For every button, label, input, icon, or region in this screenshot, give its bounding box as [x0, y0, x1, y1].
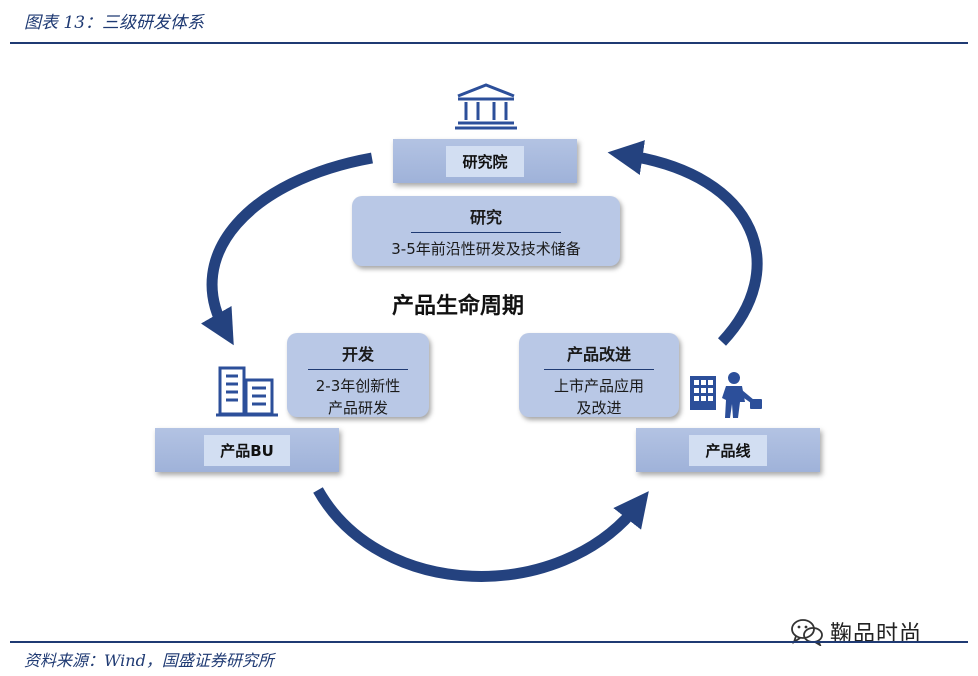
institute-node: 研究院	[393, 139, 577, 183]
develop-card-title: 开发	[341, 345, 374, 364]
lifecycle-center-label: 产品生命周期	[392, 294, 525, 319]
figure-title: 图表 13：三级研发体系	[24, 13, 205, 33]
product-line-label: 产品线	[689, 434, 767, 466]
research-card-underline	[411, 232, 561, 233]
product-line-node: 产品线	[636, 428, 820, 472]
improve-card-body: 上市产品应用 及改进	[553, 377, 644, 417]
develop-card-body: 2-3年创新性 产品研发	[315, 377, 401, 417]
research-card-body: 3-5年前沿性研发及技术储备	[391, 240, 581, 258]
research-card: 研究 3-5年前沿性研发及技术储备	[352, 196, 620, 266]
businessman-icon	[690, 372, 762, 418]
improve-card: 产品改进 上市产品应用 及改进	[519, 333, 679, 417]
institution-building-icon	[455, 83, 517, 130]
improve-card-underline	[544, 369, 654, 370]
institute-label: 研究院	[446, 145, 524, 177]
office-building-icon	[216, 366, 278, 417]
arrow-line-to-institute	[607, 140, 763, 346]
source-note: 资料来源：Wind，国盛证券研究所	[24, 651, 274, 670]
develop-card: 开发 2-3年创新性 产品研发	[287, 333, 429, 417]
develop-card-underline	[308, 369, 408, 370]
watermark: 鞠品时尚	[790, 616, 922, 648]
bottom-divider	[10, 641, 968, 643]
arrow-bu-to-line	[313, 487, 649, 582]
bu-label: 产品BU	[204, 434, 290, 466]
watermark-text: 鞠品时尚	[830, 622, 923, 647]
research-card-title: 研究	[469, 208, 502, 227]
arrow-institute-to-bu	[200, 152, 373, 346]
bu-node: 产品BU	[155, 428, 339, 472]
improve-card-title: 产品改进	[566, 345, 631, 364]
top-divider	[10, 42, 968, 44]
